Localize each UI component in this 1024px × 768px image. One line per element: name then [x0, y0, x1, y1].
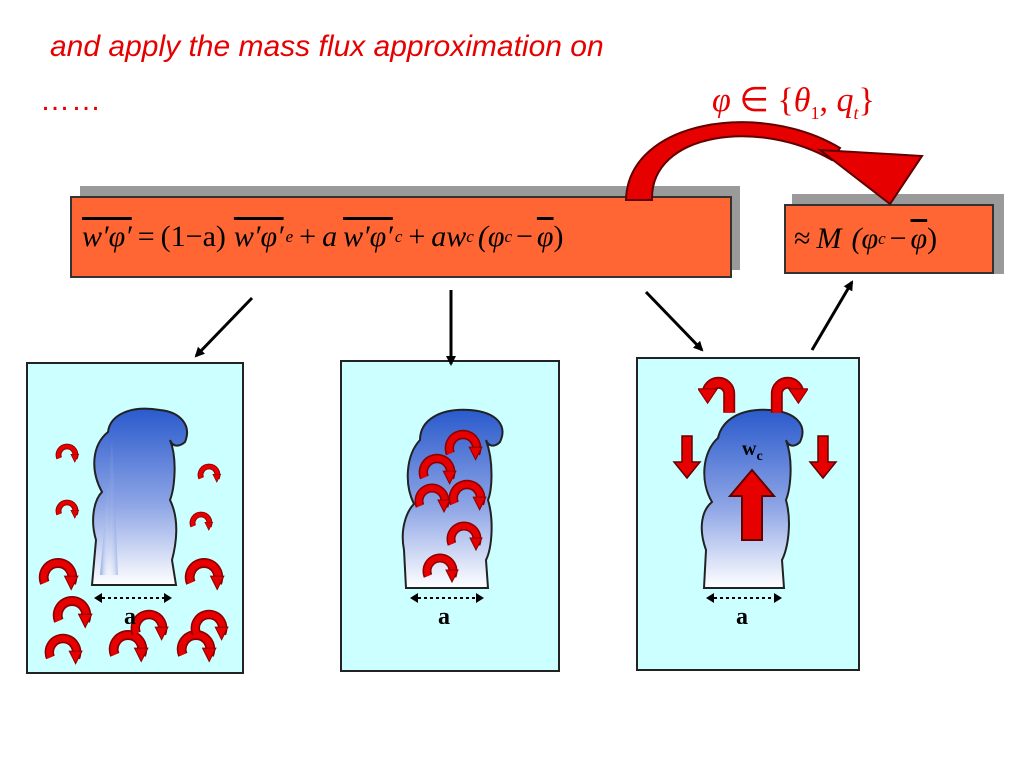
theta-symbol: θ: [793, 82, 811, 119]
close-paren: ): [553, 220, 564, 253]
updraft-subscript: c: [756, 449, 763, 464]
q-symbol: q: [836, 82, 854, 119]
q-subscript: t: [853, 103, 859, 123]
area-fraction-a: a: [322, 220, 338, 253]
minus-sign: −: [515, 220, 533, 253]
approx-sign: ≈: [794, 222, 811, 255]
subsidence-arrows: [672, 435, 838, 480]
arrow-to-massflux-panel: [644, 290, 704, 352]
updraft-arrow: [727, 468, 777, 541]
slide-title: and apply the mass flux approximation on: [50, 30, 604, 63]
mass-flux-aw: aw: [431, 220, 467, 253]
flux-core: w′φ′: [343, 220, 393, 253]
equals-sign: =: [137, 220, 155, 253]
title-continuation: ……: [40, 84, 102, 117]
approx-phic-subscript: c: [878, 229, 886, 248]
width-label-panel-3: a: [736, 604, 748, 630]
phic-subscript: c: [504, 227, 512, 246]
arrow-to-approximation: [810, 280, 854, 351]
approx-phi-c-open: (φ: [851, 222, 879, 255]
flux-total: w′φ′: [82, 220, 132, 253]
close-brace: }: [858, 82, 875, 119]
width-label-panel-2: a: [438, 604, 450, 630]
mass-flux-M: M: [816, 222, 842, 255]
curved-red-arrow: [624, 121, 924, 206]
width-label-panel-1: a: [124, 604, 136, 630]
wc-subscript: c: [466, 227, 474, 246]
updraft-velocity-label: wc: [742, 438, 763, 465]
updraft-w: w: [742, 438, 757, 460]
cloud-environment: [90, 407, 188, 586]
approx-minus-sign: −: [889, 222, 907, 255]
phi-symbol: φ: [712, 82, 731, 119]
approx-phi-mean: φ: [910, 222, 928, 255]
phi-c-open: (φ: [477, 220, 505, 253]
variable-set: φ ∈ {θ1, qt}: [712, 80, 875, 124]
core-superscript: c: [394, 227, 403, 246]
approx-close-paren: ): [927, 222, 938, 255]
plus-sign-1: +: [299, 220, 317, 253]
env-superscript: e: [285, 227, 294, 246]
plus-sign-2: +: [408, 220, 426, 253]
flux-environment: w′φ′: [233, 220, 284, 253]
one-minus-a: (1−a): [160, 220, 226, 253]
comma: ,: [819, 82, 837, 119]
open-brace: {: [777, 82, 794, 119]
member-symbol: ∈: [739, 82, 769, 119]
theta-subscript: 1: [810, 103, 820, 123]
arrow-to-environment-panel: [194, 296, 254, 358]
phi-mean: φ: [536, 220, 554, 253]
detrainment-arrows: [698, 383, 808, 413]
